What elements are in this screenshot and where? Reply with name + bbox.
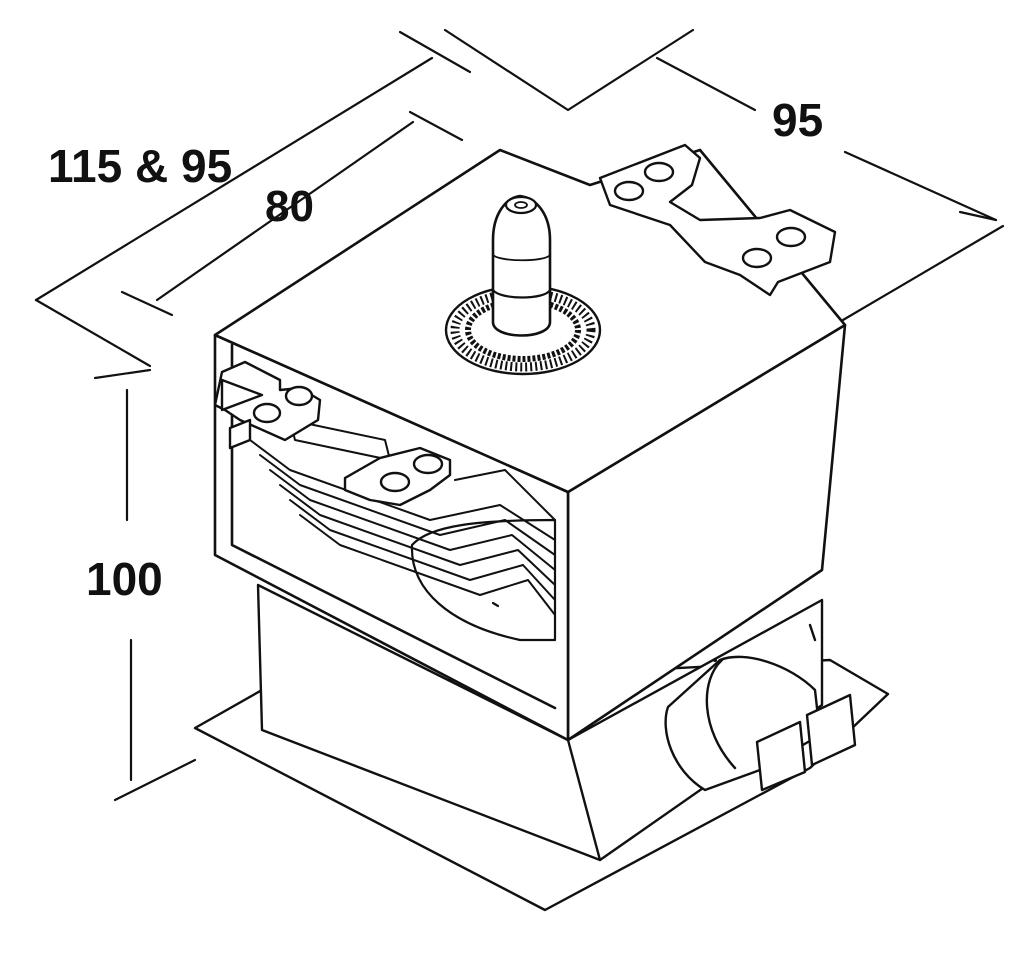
dimension-label-inner-width: 80	[265, 182, 314, 231]
flange-hole	[741, 247, 773, 269]
filament-connector	[664, 655, 857, 792]
dimension-label-height: 100	[86, 553, 163, 605]
dimension-label-outer-width: 115 & 95	[48, 140, 232, 192]
flange-hole	[643, 161, 675, 183]
dimension-label-depth: 95	[772, 94, 823, 146]
top-mounting-flange	[598, 143, 837, 297]
flange-hole	[412, 453, 444, 475]
flange-hole	[775, 226, 807, 248]
left-mounting-flange	[213, 360, 452, 507]
antenna-output	[444, 194, 602, 376]
terminal-pin-1	[755, 720, 807, 792]
flange-hole	[284, 385, 314, 407]
flange-hole	[613, 180, 645, 202]
dimension-lines	[34, 28, 1005, 802]
flange-hole	[252, 402, 282, 424]
antenna-cap	[504, 195, 538, 215]
terminal-pin-2	[805, 693, 857, 767]
flange-hole	[379, 471, 411, 493]
